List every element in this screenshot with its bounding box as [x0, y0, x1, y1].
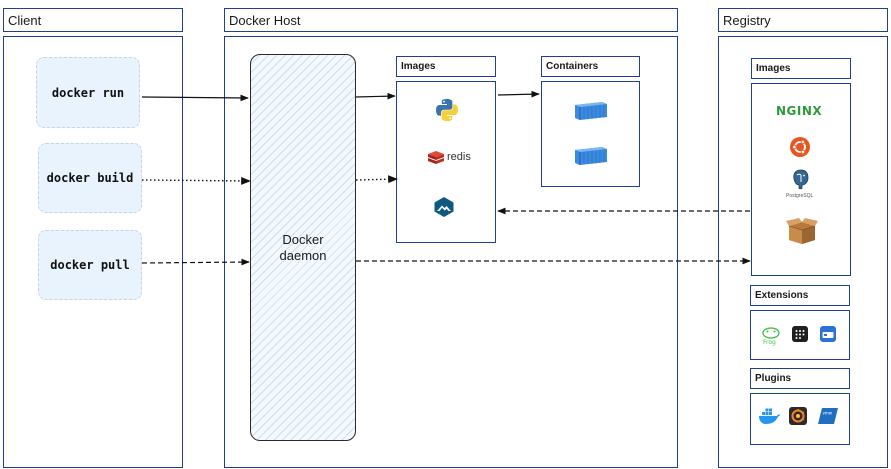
docker-host-header: Docker Host [224, 8, 678, 32]
docker-host-title: Docker Host [229, 12, 301, 28]
extensions-header: Extensions [750, 285, 850, 306]
docker-pull-command[interactable]: docker pull [38, 230, 142, 300]
host-images-panel [396, 81, 496, 243]
redis-icon [428, 151, 444, 164]
registry-images-header: Images [751, 58, 851, 79]
container-icon [575, 147, 607, 165]
host-images-header: Images [396, 56, 496, 77]
python-icon [436, 99, 458, 121]
host-images-title: Images [401, 61, 436, 72]
client-header: Client [3, 8, 183, 32]
containers-title: Containers [546, 61, 599, 72]
containers-panel [541, 81, 640, 187]
docker-run-command[interactable]: docker run [36, 57, 140, 128]
jfrog-icon: Frog [762, 327, 780, 346]
daemon-label-line1: Docker [282, 231, 324, 247]
postgresql-icon [793, 169, 809, 190]
postgresql-label: PostgreSQL [786, 193, 814, 199]
alpine-icon [434, 197, 454, 217]
ubuntu-icon [790, 137, 810, 157]
grid-app-icon [792, 326, 808, 342]
client-title: Client [8, 12, 42, 28]
plugins-header: Plugins [750, 368, 850, 389]
vmware-icon: vmw [818, 408, 838, 424]
container-icon [575, 102, 607, 120]
docker-build-command[interactable]: docker build [38, 143, 142, 213]
registry-images-title: Images [756, 63, 791, 74]
docker-daemon: Docker daemon [250, 54, 356, 441]
registry-title: Registry [723, 12, 771, 28]
drive-icon [820, 326, 836, 342]
svg-text:Frog: Frog [763, 339, 776, 346]
redis-label: redis [447, 151, 471, 163]
grafana-icon [789, 407, 807, 425]
extensions-title: Extensions [755, 290, 809, 301]
svg-text:vmw: vmw [823, 411, 833, 416]
daemon-label-line2: daemon [279, 247, 327, 263]
nginx-icon: NGINX [776, 104, 823, 118]
containers-header: Containers [541, 56, 640, 77]
docker-whale-icon [759, 408, 780, 424]
plugins-title: Plugins [755, 373, 792, 384]
box-icon [786, 218, 818, 244]
registry-header: Registry [718, 8, 888, 32]
